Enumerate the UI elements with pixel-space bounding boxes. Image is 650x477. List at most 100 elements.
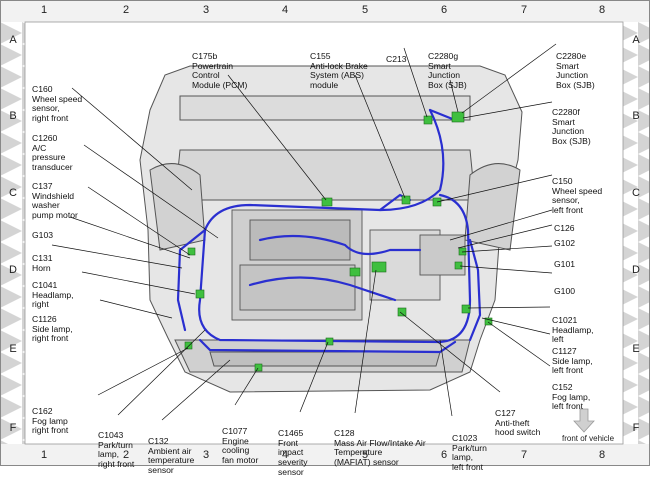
engine — [231, 209, 466, 321]
wiring-diagram — [0, 0, 650, 466]
row-letter-left: D — [9, 264, 17, 276]
cowl-top — [179, 95, 471, 121]
row-letter-left: C — [9, 187, 17, 199]
harness-left — [176, 228, 207, 332]
leader-c2280f — [462, 101, 553, 119]
column-number-top: 4 — [281, 4, 289, 16]
front-arrow-icon — [573, 408, 595, 433]
column-number-top: 8 — [598, 4, 606, 16]
right-strut — [464, 163, 521, 251]
connector-ecm — [349, 267, 361, 277]
column-number-bottom: 4 — [281, 449, 289, 461]
leader-c2280g — [449, 79, 459, 113]
label-g101: G101 — [554, 259, 576, 270]
leader-g101 — [461, 245, 553, 253]
harness-front — [198, 338, 457, 354]
leader-c131 — [51, 244, 183, 269]
leader-c1023 — [439, 339, 453, 417]
leader-c1043 — [117, 329, 206, 416]
row-letter-right: A — [632, 34, 640, 46]
column-number-top: 5 — [361, 4, 369, 16]
row-letter-left: F — [9, 422, 17, 434]
label-c126: C126 — [554, 223, 575, 234]
label-g103: G103 — [32, 230, 54, 241]
row-letter-left: E — [9, 343, 17, 355]
leader-c152 — [487, 321, 551, 367]
harness-engine-2 — [248, 276, 397, 302]
connector-fog-left — [484, 317, 493, 326]
label-g102: G102 — [554, 238, 576, 249]
leader-c128 — [354, 269, 377, 414]
leader-c126 — [449, 209, 553, 241]
harness-right — [468, 238, 482, 342]
column-number-bottom: 2 — [122, 449, 130, 461]
harness-engine-1 — [258, 234, 422, 256]
column-number-bottom: 7 — [520, 449, 528, 461]
leader-c175b — [227, 74, 327, 201]
label-c213: C213 — [386, 54, 407, 65]
leader-c127 — [399, 311, 501, 393]
row-letter-right: D — [632, 264, 640, 276]
column-number-bottom: 3 — [202, 449, 210, 461]
column-number-top: 1 — [40, 4, 48, 16]
leader-g103 — [69, 216, 191, 259]
connector-left-head — [461, 304, 471, 314]
leader-c132 — [161, 359, 231, 421]
label-g100: G100 — [554, 286, 576, 297]
connector-g100 — [454, 261, 463, 270]
connector-abs — [401, 195, 411, 205]
leader-c1077 — [234, 367, 259, 406]
leader-c160 — [71, 87, 193, 191]
leader-c1260 — [83, 144, 219, 239]
connector-c213 — [423, 115, 433, 125]
leader-c1465 — [299, 341, 329, 413]
leader-c137 — [87, 186, 191, 256]
connector-pcm — [321, 197, 333, 207]
right-margin-pattern — [623, 22, 649, 444]
row-letter-right: E — [632, 343, 640, 355]
left-margin-pattern — [1, 22, 25, 444]
row-letter-left: B — [9, 110, 17, 122]
leader-c2280e — [461, 43, 557, 114]
column-number-bottom: 6 — [440, 449, 448, 461]
leader-g100 — [459, 265, 553, 274]
cylinder-head — [239, 264, 356, 311]
firewall — [174, 149, 476, 201]
top-band — [1, 1, 649, 22]
row-letter-right: F — [632, 422, 640, 434]
connector-maf — [371, 261, 387, 273]
leader-lines — [51, 43, 557, 421]
leader-g102 — [457, 224, 553, 249]
connector-fan — [254, 363, 263, 372]
leader-c1127 — [481, 317, 551, 335]
connector-right-head — [195, 289, 205, 299]
row-letter-left: A — [9, 34, 17, 46]
connector-sjb — [451, 111, 465, 123]
row-letter-right: C — [632, 187, 640, 199]
leader-c1126 — [99, 299, 173, 319]
connector-fog-right — [184, 341, 193, 350]
grille — [209, 351, 441, 367]
row-letter-right: B — [632, 110, 640, 122]
connector-hood — [397, 307, 407, 317]
column-number-bottom: 1 — [40, 449, 48, 461]
